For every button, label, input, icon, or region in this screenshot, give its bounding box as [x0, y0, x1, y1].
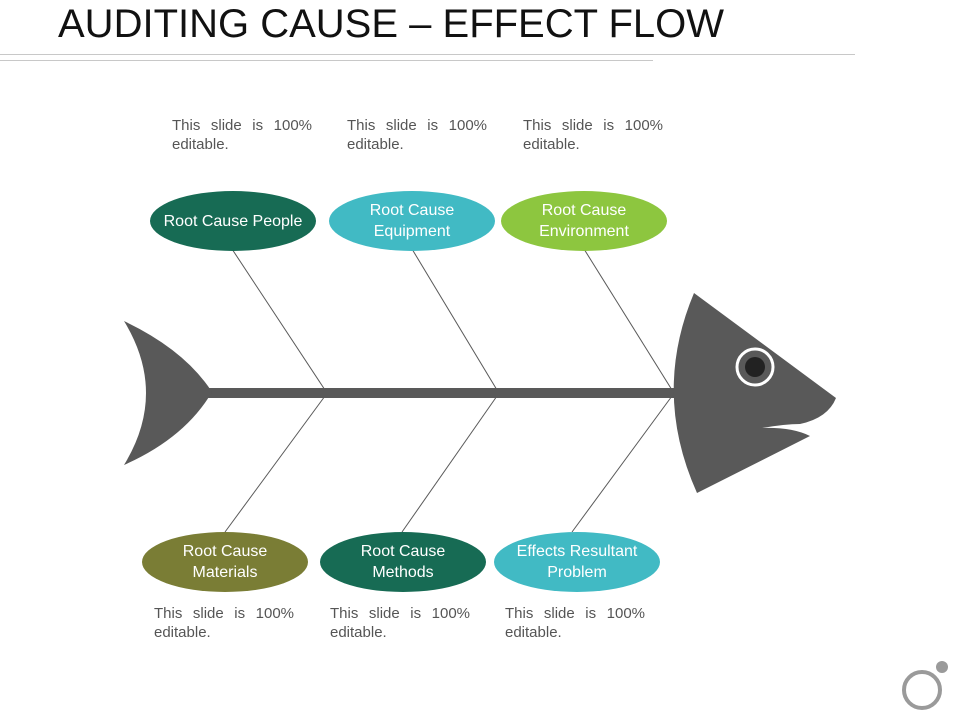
- cause-materials-label: Root Cause Materials: [182, 543, 268, 581]
- note-methods: This slide is 100% editable.: [330, 605, 470, 641]
- bone-methods: [401, 395, 498, 533]
- effects-problem-oval: Effects Resultant Problem: [494, 532, 660, 592]
- title-divider: [0, 54, 855, 55]
- bone-environment: [583, 248, 673, 391]
- cause-methods-oval: Root Cause Methods: [320, 532, 486, 592]
- page-title: AUDITING CAUSE – EFFECT FLOW: [58, 2, 724, 46]
- title-divider-short: [0, 60, 653, 61]
- fish-head: [673, 293, 836, 493]
- note-people: This slide is 100% editable.: [172, 117, 312, 153]
- bone-people: [231, 248, 326, 391]
- note-materials: This slide is 100% editable.: [154, 605, 294, 641]
- fish-spine: [205, 388, 680, 398]
- bone-equipment: [411, 248, 498, 391]
- bone-effects: [571, 395, 673, 533]
- cause-environment-label: Root Cause Environment: [539, 202, 629, 240]
- note-environment: This slide is 100% editable.: [523, 117, 663, 153]
- cause-materials-oval: Root Cause Materials: [142, 532, 308, 592]
- fish-tail: [124, 321, 212, 465]
- cause-people-oval: Root Cause People: [150, 191, 316, 251]
- fish-eye-pupil: [745, 357, 765, 377]
- note-equipment: This slide is 100% editable.: [347, 117, 487, 153]
- note-effects: This slide is 100% editable.: [505, 605, 645, 641]
- cause-people-label: Root Cause People: [163, 212, 303, 230]
- cause-equipment-oval: Root Cause Equipment: [329, 191, 495, 251]
- effects-problem-label: Effects Resultant Problem: [516, 543, 638, 581]
- bone-materials: [224, 395, 326, 533]
- cause-equipment-label: Root Cause Equipment: [369, 202, 455, 240]
- cause-methods-label: Root Cause Methods: [360, 543, 446, 581]
- cause-environment-oval: Root Cause Environment: [501, 191, 667, 251]
- circle-logo-icon: [902, 661, 948, 710]
